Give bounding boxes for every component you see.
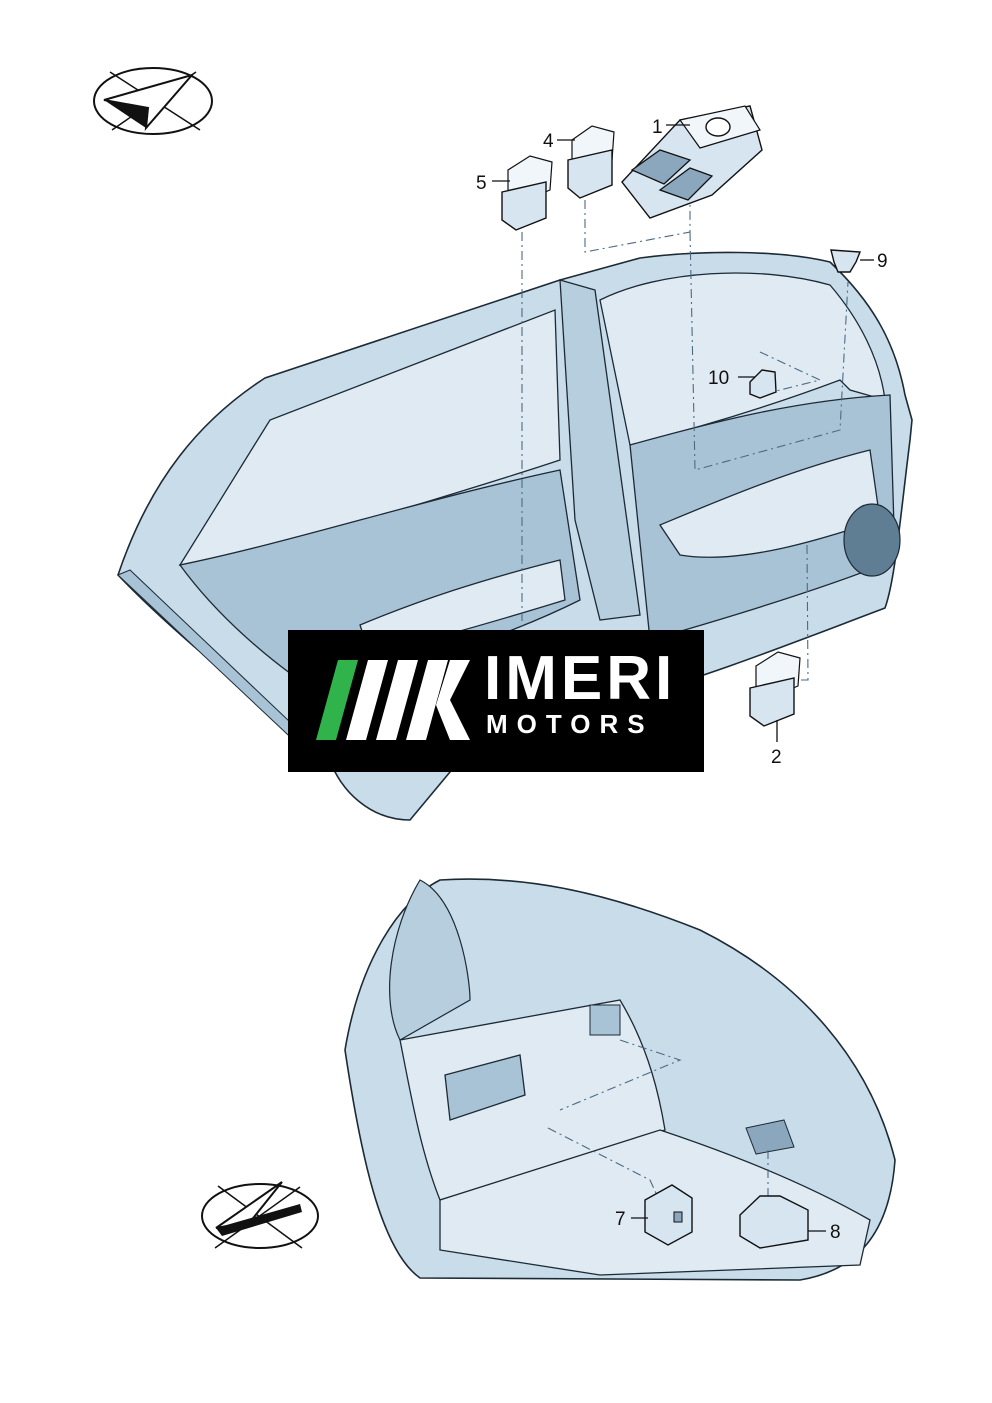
part-4-window-switch (567, 125, 615, 199)
logo-subtitle: MOTORS (486, 709, 654, 739)
luggage-compartment (344, 878, 896, 1281)
callout-8: 8 (830, 1222, 841, 1243)
logo-stripes-icon (316, 660, 470, 740)
part-1-window-switch-panel (621, 105, 763, 219)
callout-4: 4 (543, 131, 554, 152)
leader-lines (492, 124, 874, 1232)
part-2-window-switch (749, 651, 801, 727)
part-5-window-switch (501, 155, 553, 231)
orientation-arrow-icon (201, 1181, 319, 1249)
callout-5: 5 (476, 173, 487, 194)
vehicle-side-body (117, 251, 913, 821)
part-8-lamp (739, 1195, 809, 1249)
callout-2: 2 (771, 747, 782, 768)
part-10-bracket (749, 369, 777, 399)
part-7-switch (644, 1184, 693, 1246)
callout-7: 7 (615, 1209, 626, 1230)
orientation-arrow-icon (93, 67, 213, 135)
callout-9: 9 (877, 251, 888, 272)
imeri-motors-logo (288, 630, 704, 772)
callout-1: 1 (652, 117, 663, 138)
part-9-clip (830, 249, 862, 273)
logo-title: IMERI (484, 644, 677, 713)
callout-10: 10 (708, 368, 729, 389)
